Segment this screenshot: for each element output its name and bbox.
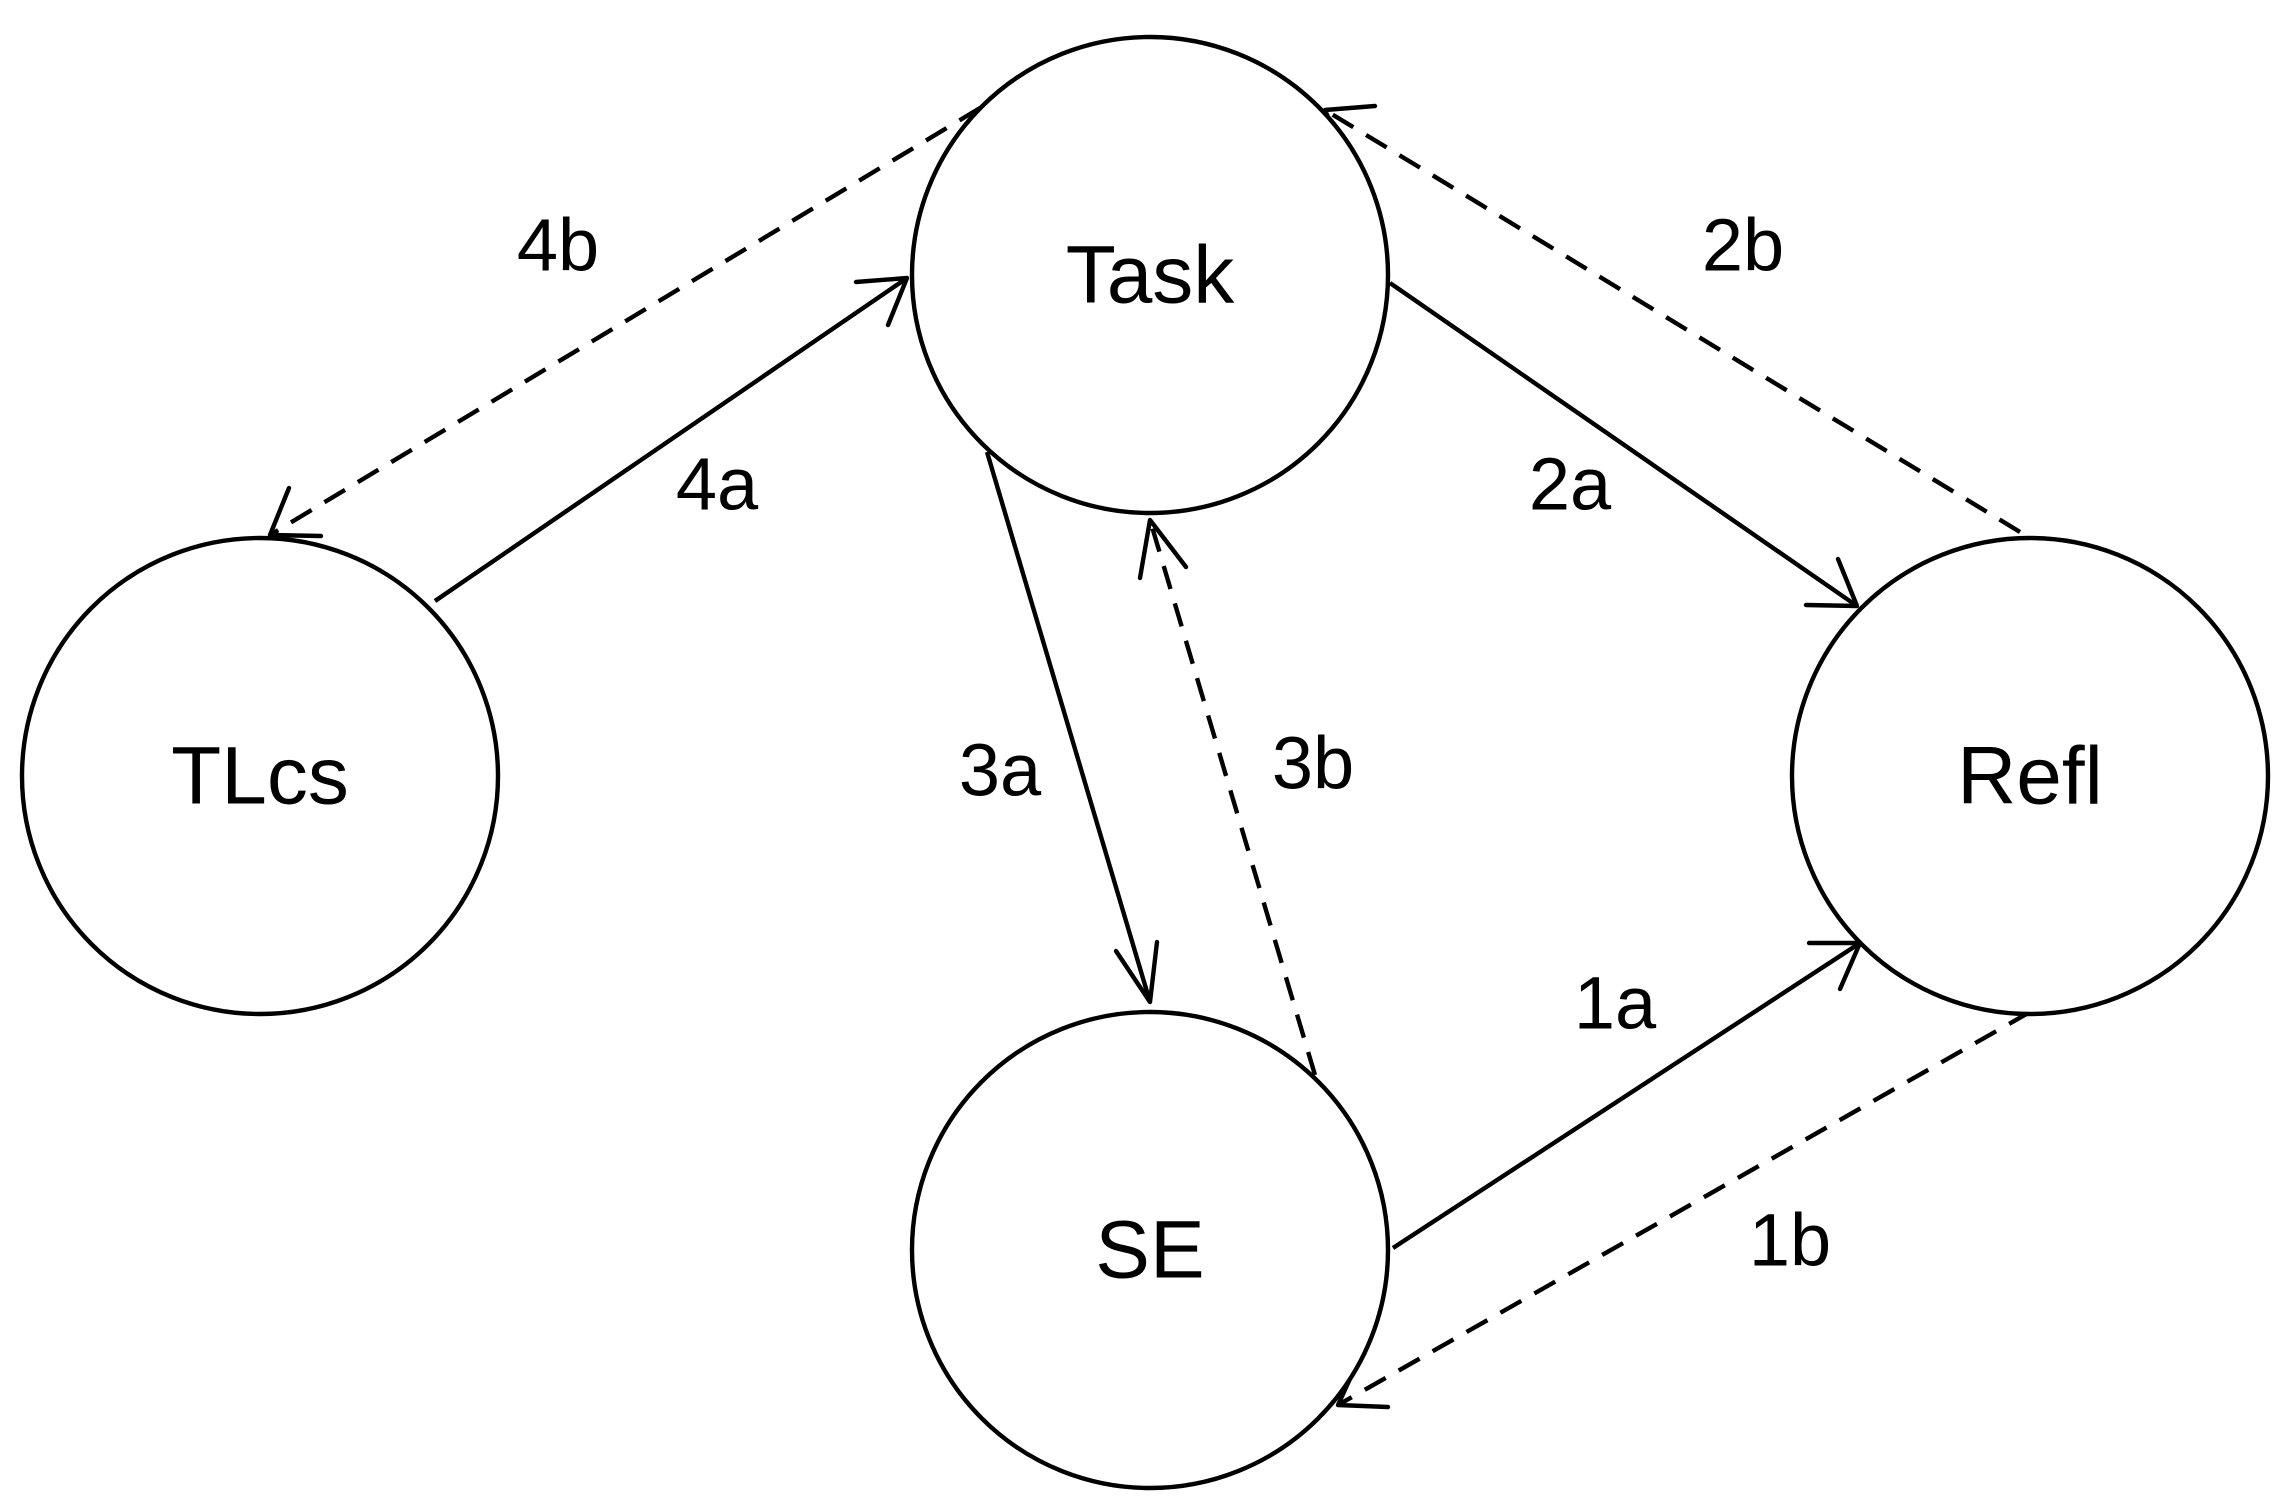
node-task-label: Task <box>1066 230 1236 321</box>
edge-arrowhead-4a <box>853 275 910 328</box>
edge-label-1b: 1b <box>1749 1199 1831 1282</box>
edge-line-3b <box>1147 519 1318 1076</box>
edge-label-3a: 3a <box>959 729 1042 812</box>
edges-layer <box>267 103 2032 1410</box>
node-refl: Refl <box>1789 535 2271 1017</box>
edge-label-1a: 1a <box>1574 962 1657 1045</box>
edge-labels-layer: 4b 4a 2b 2a 3a 3b 1a 1b <box>517 204 1831 1282</box>
node-se-label: SE <box>1095 1205 1204 1296</box>
edge-line-4a <box>433 276 909 603</box>
node-tlcs-label: TLcs <box>171 731 349 822</box>
edge-line-1a <box>1391 941 1862 1250</box>
edge-arrowhead-3b <box>1137 517 1189 581</box>
edge-label-3b: 3b <box>1272 722 1354 805</box>
node-se: SE <box>909 1009 1391 1491</box>
edge-label-2a: 2a <box>1529 443 1612 526</box>
edge-label-2b: 2b <box>1702 204 1784 287</box>
node-tlcs: TLcs <box>19 535 501 1017</box>
node-se-circle <box>909 1009 1391 1491</box>
edge-arrowhead-4b <box>267 485 324 539</box>
node-task-circle <box>909 34 1391 516</box>
edge-arrowhead-2a <box>1803 556 1860 609</box>
edge-line-2b <box>1323 108 2022 534</box>
node-task: Task <box>909 34 1391 516</box>
edge-line-4b <box>268 106 982 537</box>
edge-label-4a: 4a <box>676 443 759 526</box>
node-refl-circle <box>1789 535 2271 1017</box>
edge-line-3a <box>984 451 1153 1003</box>
node-refl-label: Refl <box>1957 731 2103 822</box>
edge-label-4b: 4b <box>517 204 599 287</box>
edge-line-2a <box>1388 281 1859 608</box>
nodes-layer: Task TLcs Refl SE <box>19 34 2271 1491</box>
node-tlcs-circle <box>19 535 501 1017</box>
edge-line-1b <box>1336 1010 2032 1407</box>
edge-arrowhead-3a <box>1113 939 1160 1005</box>
